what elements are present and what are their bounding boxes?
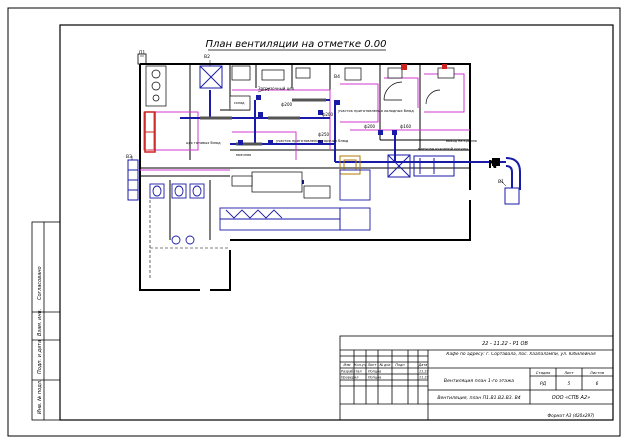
kitchen-unit [413,155,455,177]
row-role-checker: Проверил [341,376,359,380]
room-label-ready: цех готовых блюд [186,141,221,145]
vent-units [199,65,411,178]
sheets-value: 6 [596,381,599,387]
north-block [492,158,500,166]
stamp-drawing-title: Вентиляция план 1-го этажа [444,378,514,384]
diam-250: ф250 [318,132,330,137]
lower-area [149,200,228,280]
leaders [131,55,507,187]
floor-plan [127,53,521,291]
stamp-address: Кафе по адресу: г. Сортавала, пос. Хаапа… [446,352,596,357]
equipment-top [229,65,455,111]
side-label-replace: Взам. инв. [37,309,43,336]
row-date-developer: 11.22 [419,370,429,374]
stamp-code: 22 - 11.22 - Р1 ОВ [482,341,528,347]
red-marker [401,64,407,70]
outer-walls [139,63,471,291]
row-role-developer: Разработал [341,370,362,374]
stamp-format: Формат А3 (420х297) [548,413,595,418]
doors [383,81,441,105]
label-b3: В3 [126,154,132,160]
room-label-hot: участок приготовления горячих блюд [276,139,349,143]
north-arrow: N [488,158,497,171]
small-label-a: моечная [236,153,251,157]
sheet-header: Лист [563,370,574,375]
stage-value: РД [540,381,547,387]
sheet-border [7,7,621,437]
sheets-header: Листов [589,370,605,375]
left-fan [127,159,139,201]
side-label-agreed: Согласовано [37,266,43,300]
side-label-inv: Инв. № подл. [37,380,43,415]
note-roof: выход на кровлю [446,139,477,143]
duct-sections [200,98,326,146]
room-label-cold: участок приготовления холодных блюд [338,109,414,113]
diam-200a: ф200 [281,102,293,107]
side-label-sign-date: Подп. и дата [37,340,43,374]
row-name-checker: Попцов [368,376,381,380]
sanitary [149,183,205,245]
title-block [339,335,614,421]
row-name-developer: Попцов [368,370,381,374]
work-tables [231,171,331,199]
stamp-address-box: Кафе по адресу: г. Сортавала, пос. Хаапа… [446,352,596,357]
sheet-value: 5 [568,381,571,387]
diam-200b: ф200 [322,112,334,117]
room-label-wash: моечная кухонной посуды [418,147,468,151]
col-header-doc: № док [378,363,391,367]
counters [219,169,371,231]
room-label-loading: Загрузочный цех [258,86,295,91]
stamp-company: ООО «СПБ А2» [552,395,590,401]
col-header-izm: Изм [344,363,351,367]
label-b1: В1 [498,179,504,185]
page-title: План вентиляции на отметке 0.00 [205,39,386,50]
col-header-list: Лист [367,363,378,367]
col-header-sign: Подп [395,363,405,367]
diam-160: ф160 [400,124,412,129]
label-b4: В4 [334,74,340,80]
label-b2: В2 [204,54,210,60]
row-date-checker: 11.22 [419,376,429,380]
stamp-sheet-content: Вентиляция, план П1.В1.В2.В3. В4 [437,395,520,401]
stage-header: Стадия [536,370,551,375]
side-stamp [31,221,61,421]
fan-box [504,187,520,205]
small-label-b: склад [234,101,245,105]
diam-200c: ф200 [364,124,376,129]
col-header-date: Дата [418,363,428,367]
col-header-kol: Кол.уч [354,363,366,367]
label-p1: П1 [139,50,145,56]
stove-column [145,65,167,107]
